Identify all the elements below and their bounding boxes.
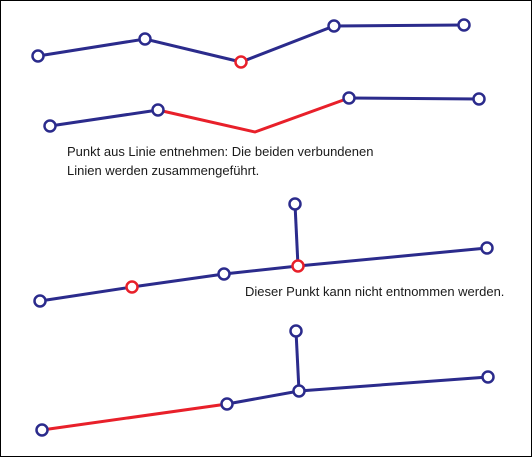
example-1-before [31,18,471,69]
vertex [327,19,341,33]
caption-cannot-remove: Dieser Punkt kann nicht entnommen werden… [245,284,505,299]
vertex-removable [125,280,139,294]
branch-line [294,330,301,392]
vertex [342,91,356,105]
vertex [43,119,57,133]
vertex-to-remove [234,55,248,69]
vertex [151,103,165,117]
vertex [220,397,234,411]
vertex [481,370,495,384]
caption-line: Punkt aus Linie entnehmen: Die beiden ve… [67,144,374,159]
vertex [472,92,486,106]
vertex [288,197,302,211]
example-2-after [35,324,495,437]
vertex [33,294,47,308]
vertex [217,267,231,281]
vertex [457,18,471,32]
segment [49,108,159,128]
caption-remove-point: Punkt aus Linie entnehmen: Die beiden ve… [67,142,373,180]
merged-segment [41,402,228,432]
branch-line [293,203,300,267]
example-2-junction [33,197,494,308]
caption-line: Linien werden zusammengeführt. [67,163,260,178]
junction-vertex [291,259,305,273]
vertex [31,49,45,63]
vertex [480,241,494,255]
polyline-before-removal [37,23,465,64]
merged-segment [157,96,350,134]
vertex [289,324,303,338]
vertex [35,423,49,437]
example-1-after [43,91,486,134]
junction-vertex [292,384,306,398]
main-line [226,375,489,406]
segment [348,96,480,101]
vertex [138,32,152,46]
